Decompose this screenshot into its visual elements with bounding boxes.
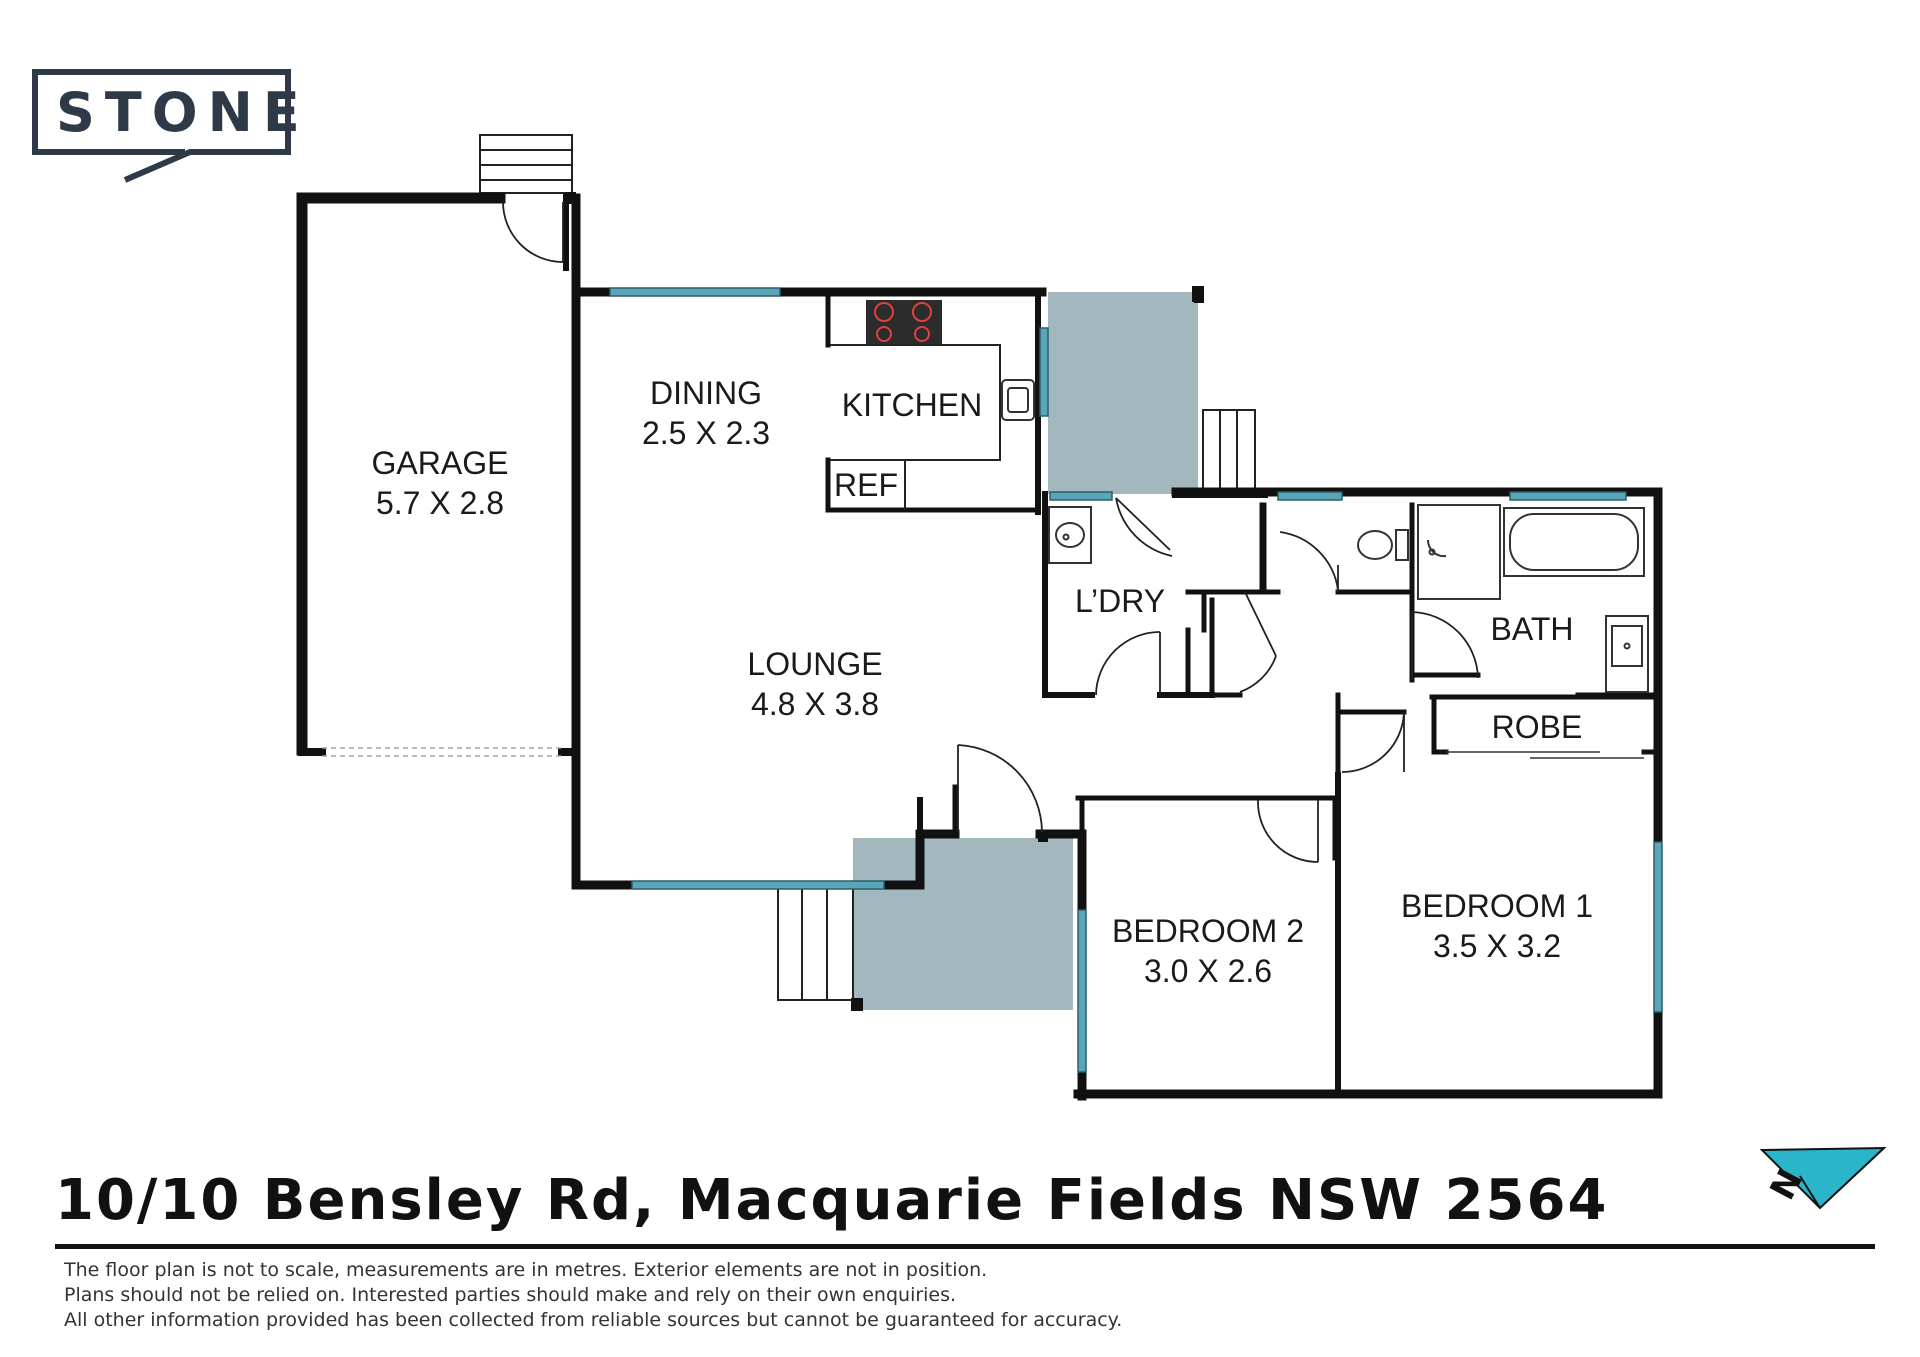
ref-name: REF bbox=[834, 467, 898, 503]
lounge-name: LOUNGE bbox=[747, 646, 882, 682]
bath-name: BATH bbox=[1491, 611, 1574, 647]
robe-name: ROBE bbox=[1492, 709, 1583, 745]
bathtub-icon bbox=[1503, 507, 1645, 577]
disclaimer-line: Plans should not be relied on. Intereste… bbox=[64, 1284, 957, 1306]
bedroom2-size: 3.0 X 2.6 bbox=[1144, 953, 1272, 989]
windows bbox=[609, 287, 1663, 1073]
room-lounge: LOUNGE 4.8 X 3.8 bbox=[747, 646, 882, 722]
bedroom1-name: BEDROOM 1 bbox=[1401, 888, 1593, 924]
room-garage: GARAGE 5.7 X 2.8 bbox=[372, 445, 509, 521]
wall-end-markers bbox=[566, 192, 1204, 1011]
disclaimer-line: All other information provided has been … bbox=[64, 1309, 1123, 1331]
rear-deck bbox=[1048, 292, 1198, 494]
garage-door bbox=[322, 747, 562, 757]
property-address: 10/10 Bensley Rd, Macquarie Fields NSW 2… bbox=[55, 1168, 1609, 1233]
lounge-size: 4.8 X 3.8 bbox=[751, 686, 879, 722]
stairs-front bbox=[777, 887, 854, 1001]
bedroom2-name: BEDROOM 2 bbox=[1112, 913, 1304, 949]
kitchen-sink-icon bbox=[1001, 379, 1035, 421]
cooktop-icon bbox=[866, 300, 942, 344]
room-bedroom2: BEDROOM 2 3.0 X 2.6 bbox=[1112, 913, 1304, 989]
logo-text: STONE bbox=[56, 81, 310, 144]
garage-name: GARAGE bbox=[372, 445, 509, 481]
bedroom1-size: 3.5 X 3.2 bbox=[1433, 928, 1561, 964]
room-dining: DINING 2.5 X 2.3 bbox=[642, 375, 770, 451]
kitchen-bench bbox=[830, 344, 1001, 510]
garage-size: 5.7 X 2.8 bbox=[376, 485, 504, 521]
north-arrow-icon: N bbox=[1759, 1146, 1887, 1210]
dining-name: DINING bbox=[650, 375, 762, 411]
bath-basin-icon bbox=[1417, 504, 1501, 600]
footer-divider bbox=[55, 1244, 1875, 1249]
stairs-rear bbox=[1202, 409, 1256, 495]
disclaimer: The floor plan is not to scale, measurem… bbox=[64, 1258, 1122, 1333]
disclaimer-line: The floor plan is not to scale, measurem… bbox=[64, 1259, 988, 1281]
front-deck bbox=[853, 838, 1073, 1010]
stone-logo: STONE bbox=[32, 69, 310, 183]
kitchen-name: KITCHEN bbox=[842, 387, 982, 423]
room-bedroom1: BEDROOM 1 3.5 X 3.2 bbox=[1401, 888, 1593, 964]
walls bbox=[296, 192, 1663, 1101]
toilet-icon bbox=[1357, 529, 1409, 561]
robe-sliding-door bbox=[1446, 751, 1644, 759]
vanity-icon bbox=[1605, 615, 1649, 693]
dining-size: 2.5 X 2.3 bbox=[642, 415, 770, 451]
stairs-garage bbox=[479, 134, 573, 194]
laundry-name: L’DRY bbox=[1075, 583, 1165, 619]
laundry-tub-icon bbox=[1048, 506, 1092, 564]
door-swings bbox=[502, 201, 1479, 863]
